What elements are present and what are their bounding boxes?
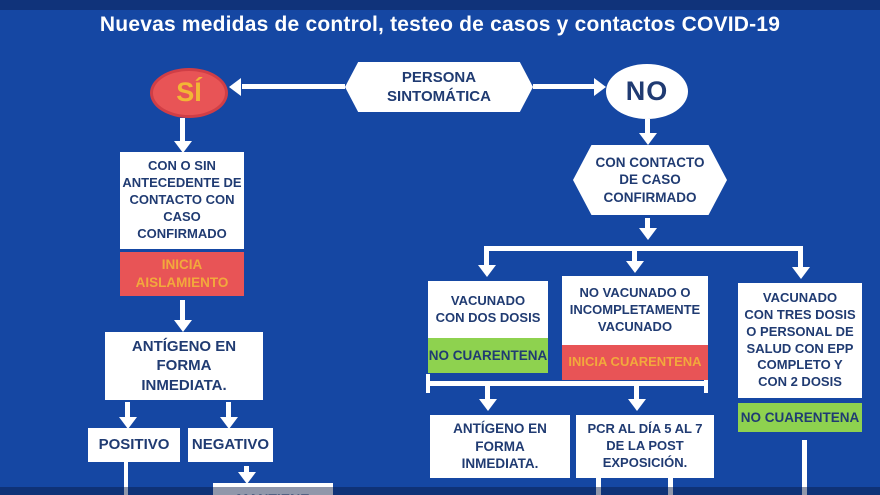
tests-bracket-tick-right [704, 374, 708, 393]
arrowhead-down-icon [626, 261, 644, 273]
arrowhead-left-icon [229, 78, 241, 96]
antecedent-box: CON O SIN ANTECEDENTE DE CONTACTO CON CA… [120, 152, 244, 249]
connector-option3-down [802, 440, 807, 495]
contact-condition-hexagon: CON CONTACTO DE CASO CONFIRMADO [573, 145, 727, 215]
arrowhead-down-icon [478, 265, 496, 277]
status-no-quarantine-badge-1: NO CUARENTENA [428, 338, 548, 373]
connector-negative-down [244, 466, 249, 474]
connector-to-positive [125, 402, 130, 418]
arrowhead-down-icon [792, 267, 810, 279]
option-unvaccinated-box: NO VACUNADO O INCOMPLETAMENTE VACUNADO [562, 276, 708, 345]
connector-no-down [645, 119, 650, 134]
arrowhead-down-icon [174, 320, 192, 332]
tests-bracket-bar [428, 381, 708, 386]
branch-bar [484, 246, 803, 251]
connector-root-to-yes [242, 84, 345, 89]
bottom-edge-band [0, 487, 880, 495]
connector-root-to-no [533, 84, 595, 89]
page-title: Nuevas medidas de control, testeo de cas… [99, 13, 781, 36]
arrowhead-down-icon [639, 133, 657, 145]
antigen-test-box-right: ANTÍGENO EN FORMA INMEDIATA. [430, 415, 570, 478]
antigen-test-box-left: ANTÍGENO EN FORMA INMEDIATA. [105, 332, 263, 400]
connector-to-negative [226, 402, 231, 418]
arrowhead-right-icon [594, 78, 606, 96]
arrowhead-down-icon [628, 399, 646, 411]
maintain-box: MANTIENE [213, 483, 333, 495]
pcr-test-box: PCR AL DÍA 5 AL 7 DE LA POST EXPOSICIÓN. [576, 415, 714, 478]
negative-box: NEGATIVO [188, 428, 273, 462]
top-edge-band [0, 0, 880, 10]
arrowhead-down-icon [220, 417, 238, 429]
arrowhead-down-icon [479, 399, 497, 411]
arrowhead-down-icon [119, 417, 137, 429]
positive-box: POSITIVO [88, 428, 180, 462]
branch-drop-3 [798, 246, 803, 268]
status-start-quarantine-badge: INICIA CUARENTENA [562, 345, 708, 380]
connector-hexagon-down [645, 218, 650, 229]
start-isolation-box: INICIA AISLAMIENTO [120, 252, 244, 296]
option-three-doses-box: VACUNADO CON TRES DOSIS O PERSONAL DE SA… [738, 283, 862, 398]
no-node: NO [606, 64, 688, 119]
connector-positive-down [124, 462, 128, 495]
status-no-quarantine-badge-2: NO CUARENTENA [738, 403, 862, 432]
tests-drop-2 [634, 381, 639, 400]
yes-node: SÍ [150, 68, 228, 118]
root-node-persona-sintomatica: PERSONA SINTOMÁTICA [345, 62, 533, 112]
branch-drop-1 [484, 246, 489, 266]
option-two-doses-box: VACUNADO CON DOS DOSIS [428, 281, 548, 338]
arrowhead-down-icon [238, 472, 256, 484]
connector-yes-down [180, 118, 185, 142]
arrowhead-down-icon [174, 141, 192, 153]
arrowhead-down-icon [639, 228, 657, 240]
tests-drop-1 [485, 381, 490, 400]
branch-drop-2 [632, 246, 637, 262]
tests-bracket-tick-left [426, 374, 430, 393]
connector-isolation-to-test [180, 300, 185, 321]
connector-pcr-down-left [596, 478, 601, 495]
connector-pcr-down-right [668, 478, 673, 495]
